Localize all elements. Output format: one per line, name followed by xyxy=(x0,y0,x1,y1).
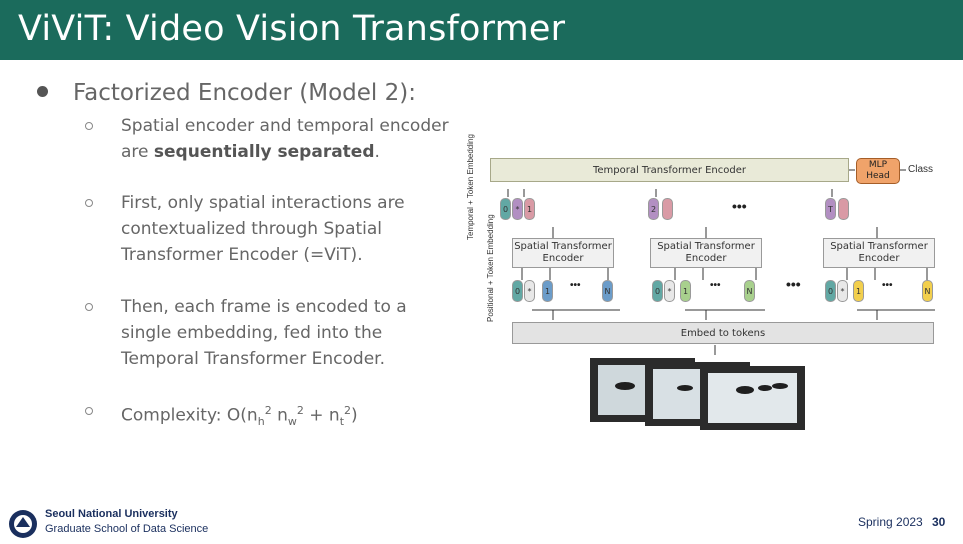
subscript-h: h xyxy=(257,415,265,429)
complexity-mid-1: n xyxy=(271,405,288,426)
temporal-token-star: * xyxy=(512,198,523,220)
spatial-token-n: N xyxy=(602,280,613,302)
university-name: Seoul National University xyxy=(45,508,178,520)
spatial-token-n: N xyxy=(744,280,755,302)
temporal-token-two: 2 xyxy=(648,198,659,220)
spatial-token-zero: 0 xyxy=(825,280,836,302)
spatial-ellipsis: ••• xyxy=(570,280,581,291)
spatial-token-star: * xyxy=(664,280,675,302)
spatial-token-zero: 0 xyxy=(512,280,523,302)
spatial-token-n: N xyxy=(922,280,933,302)
sub-bullet-2-line-1: First, only spatial interactions are xyxy=(121,193,405,213)
spatial-transformer-encoder-3: Spatial Transformer Encoder xyxy=(823,238,935,268)
temporal-token-one: 1 xyxy=(524,198,535,220)
temporal-token-pink xyxy=(662,198,673,220)
sub-bullet-1-line-1: Spatial encoder and temporal encoder xyxy=(121,116,449,136)
complexity-suffix: ) xyxy=(351,405,358,426)
sub-bullet-2-line-3: Transformer Encoder (=ViT). xyxy=(121,245,363,265)
term-label: Spring 2023 xyxy=(858,515,923,529)
sub-bullet-3-line-1: Then, each frame is encoded to a xyxy=(121,297,407,317)
spatial-token-star: * xyxy=(524,280,535,302)
diagram-connectors xyxy=(507,169,935,430)
complexity-mid-2: + n xyxy=(303,405,340,426)
main-bullet-text: Factorized Encoder (Model 2): xyxy=(73,80,416,106)
vivit-factorized-encoder-diagram: Temporal Transformer Encoder MLP Head Cl… xyxy=(460,134,950,435)
temporal-token-t: T xyxy=(825,198,836,220)
sub-bullet-3-line-2: single embedding, fed into the xyxy=(121,323,383,343)
sub-bullet-1-period: . xyxy=(374,142,380,162)
bullet-ring-icon xyxy=(85,303,93,311)
sub-bullet-3-line-3: Temporal Transformer Encoder. xyxy=(121,349,385,369)
embed-to-tokens: Embed to tokens xyxy=(512,322,934,344)
complexity-prefix: Complexity: O(n xyxy=(121,405,258,426)
superscript-2: 2 xyxy=(264,404,272,417)
spatial-token-one: 1 xyxy=(542,280,553,302)
positional-embedding-label: Positional + Token Embedding xyxy=(486,214,495,322)
sub-bullet-1-line-2: are sequentially separated. xyxy=(121,139,451,165)
complexity-formula: Complexity: O(nh2 nw2 + nt2) xyxy=(121,398,451,435)
bullet-ring-icon xyxy=(85,407,93,415)
temporal-transformer-encoder: Temporal Transformer Encoder xyxy=(490,158,849,182)
bullet-dot-icon xyxy=(37,86,48,97)
slide-title: ViViT: Video Vision Transformer xyxy=(18,9,566,49)
bullet-ring-icon xyxy=(85,122,93,130)
page-number: 30 xyxy=(932,515,946,529)
spatial-ellipsis: ••• xyxy=(882,280,893,291)
spatial-token-one: 1 xyxy=(853,280,864,302)
temporal-ellipsis: ••• xyxy=(732,198,747,214)
university-logo-icon xyxy=(9,510,37,538)
spatial-token-zero: 0 xyxy=(652,280,663,302)
title-bar: ViViT: Video Vision Transformer xyxy=(0,0,963,60)
spatial-transformer-encoder-1: Spatial Transformer Encoder xyxy=(512,238,614,268)
spatial-token-star: * xyxy=(837,280,848,302)
temporal-embedding-label: Temporal + Token Embedding xyxy=(466,134,475,240)
frame-ellipsis: ••• xyxy=(786,276,801,292)
bullet-ring-icon xyxy=(85,199,93,207)
superscript-2: 2 xyxy=(344,404,352,417)
superscript-2: 2 xyxy=(296,404,304,417)
spatial-ellipsis: ••• xyxy=(710,280,721,291)
mlp-head: MLP Head xyxy=(856,158,900,184)
spatial-token-one: 1 xyxy=(680,280,691,302)
sub-bullet-1-emphasis: sequentially separated xyxy=(153,142,375,162)
video-frames-image xyxy=(590,358,805,430)
temporal-token-pink xyxy=(838,198,849,220)
subscript-t: t xyxy=(339,415,345,429)
school-name: Graduate School of Data Science xyxy=(45,523,209,535)
sub-bullet-1-are: are xyxy=(121,142,154,162)
subscript-w: w xyxy=(287,415,297,429)
class-label: Class xyxy=(908,164,934,175)
sub-bullet-2-line-2: contextualized through Spatial xyxy=(121,219,383,239)
spatial-transformer-encoder-2: Spatial Transformer Encoder xyxy=(650,238,762,268)
temporal-token-zero: 0 xyxy=(500,198,511,220)
